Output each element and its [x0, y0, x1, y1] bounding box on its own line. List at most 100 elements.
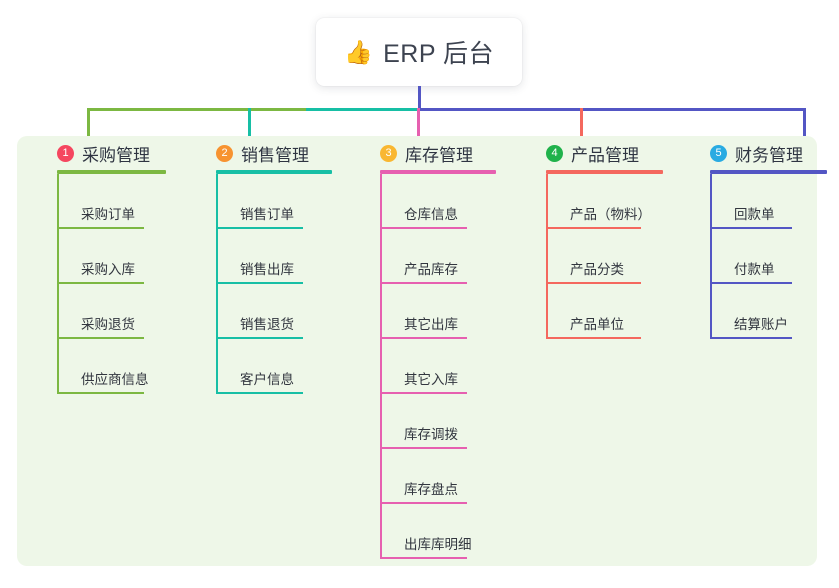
module-item-list: 产品（物料） 产品分类产品单位 — [546, 174, 663, 339]
module-item-rule — [218, 392, 303, 394]
module-item-rule — [218, 282, 303, 284]
module-item-label: 出库库明细 — [404, 537, 472, 552]
module-item[interactable]: 回款单 — [712, 174, 827, 229]
module-item-rule — [712, 227, 792, 229]
module-item-label: 产品（物料） — [570, 207, 651, 222]
module-title: 采购管理 — [82, 145, 150, 165]
module-number-badge: 1 — [57, 144, 74, 162]
module-item[interactable]: 采购退货 — [59, 284, 166, 339]
module-item-label: 产品分类 — [570, 262, 624, 277]
module-header-1[interactable]: 1 采购管理 — [37, 136, 166, 170]
module-item[interactable]: 销售出库 — [218, 229, 332, 284]
module-item[interactable]: 其它出库 — [382, 284, 496, 339]
module-title: 产品管理 — [571, 145, 639, 165]
module-item-rule — [548, 337, 641, 339]
module-item[interactable]: 仓库信息 — [382, 174, 496, 229]
module-header-rule — [57, 170, 166, 174]
module-item[interactable]: 销售订单 — [218, 174, 332, 229]
module-item-rule — [382, 337, 467, 339]
module-item[interactable]: 采购入库 — [59, 229, 166, 284]
root-node-label: ERP 后台 — [383, 40, 495, 68]
root-node-card[interactable]: 👍 ERP 后台 — [316, 18, 522, 86]
module-item-rule — [59, 282, 144, 284]
module-header-2[interactable]: 2 销售管理 — [196, 136, 332, 170]
module-header-rule — [546, 170, 663, 174]
module-item-rule — [59, 392, 144, 394]
module-item-rule — [59, 337, 144, 339]
module-item-label: 其它出库 — [404, 317, 458, 332]
module-column-2: 2 销售管理销售订单销售出库销售退货客户信息 — [196, 136, 332, 394]
module-item-label: 库存调拨 — [404, 427, 458, 442]
module-number-badge: 5 — [710, 144, 727, 162]
root-node-title: 👍 ERP 后台 — [344, 34, 494, 70]
module-header-3[interactable]: 3 库存管理 — [360, 136, 496, 170]
module-item-label: 产品库存 — [404, 262, 458, 277]
module-item-rule — [382, 227, 467, 229]
module-item-list: 销售订单销售出库销售退货客户信息 — [216, 174, 332, 394]
module-item[interactable]: 采购订单 — [59, 174, 166, 229]
module-item-rule — [218, 227, 303, 229]
module-header-5[interactable]: 5 财务管理 — [690, 136, 827, 170]
module-item-list: 采购订单采购入库采购退货供应商信息 — [57, 174, 166, 394]
module-item-rule — [712, 282, 792, 284]
module-number-badge: 3 — [380, 144, 397, 162]
module-column-1: 1 采购管理采购订单采购入库采购退货供应商信息 — [37, 136, 166, 394]
connector-stem — [418, 86, 421, 111]
module-title: 库存管理 — [405, 145, 473, 165]
modules-panel: 1 采购管理采购订单采购入库采购退货供应商信息 2 销售管理销售订单销售出库销售退货客… — [17, 136, 827, 566]
module-item-label: 销售出库 — [240, 262, 294, 277]
module-item-rule — [712, 337, 792, 339]
module-item-label: 其它入库 — [404, 372, 458, 387]
module-item[interactable]: 结算账户 — [712, 284, 827, 339]
module-item-rule — [218, 337, 303, 339]
module-number-badge: 4 — [546, 144, 563, 162]
module-item-rule — [382, 447, 467, 449]
connector-drop-column-4 — [580, 108, 583, 142]
module-item-rule — [382, 557, 467, 559]
module-item-rule — [382, 282, 467, 284]
module-item-rule — [548, 282, 641, 284]
module-item[interactable]: 客户信息 — [218, 339, 332, 394]
module-number-badge: 2 — [216, 144, 233, 162]
thumbs-up-icon: 👍 — [343, 38, 374, 65]
module-header-rule — [710, 170, 827, 174]
module-header-rule — [216, 170, 332, 174]
module-item-label: 采购订单 — [81, 207, 135, 222]
module-item[interactable]: 销售退货 — [218, 284, 332, 339]
module-header-4[interactable]: 4 产品管理 — [526, 136, 663, 170]
module-item-label: 采购退货 — [81, 317, 135, 332]
module-item[interactable]: 库存调拨 — [382, 394, 496, 449]
connector-drop-column-3 — [417, 108, 420, 142]
module-item-label: 销售退货 — [240, 317, 294, 332]
module-item-rule — [382, 392, 467, 394]
connector-drop-column-5 — [803, 108, 806, 142]
module-column-5: 5 财务管理回款单付款单结算账户 — [690, 136, 827, 339]
module-item-label: 仓库信息 — [404, 207, 458, 222]
module-item-rule — [382, 502, 467, 504]
module-item[interactable]: 产品分类 — [548, 229, 663, 284]
module-item-label: 产品单位 — [570, 317, 624, 332]
module-item-label: 回款单 — [734, 207, 775, 222]
connector-drop-column-1 — [87, 108, 90, 142]
module-column-3: 3 库存管理仓库信息产品库存其它出库其它入库库存调拨库存盘点出库库明细 — [360, 136, 496, 559]
module-item[interactable]: 产品单位 — [548, 284, 663, 339]
module-item-label: 客户信息 — [240, 372, 294, 387]
module-title: 财务管理 — [735, 145, 803, 165]
module-item[interactable]: 出库库明细 — [382, 504, 496, 559]
connector-bus-teal — [306, 108, 419, 111]
module-item-rule — [548, 227, 641, 229]
module-item[interactable]: 产品库存 — [382, 229, 496, 284]
module-title: 销售管理 — [241, 145, 309, 165]
module-item-label: 供应商信息 — [81, 372, 149, 387]
module-item[interactable]: 产品（物料） — [548, 174, 663, 229]
module-header-rule — [380, 170, 496, 174]
module-item[interactable]: 供应商信息 — [59, 339, 166, 394]
module-item-label: 结算账户 — [734, 317, 788, 332]
module-item-label: 付款单 — [734, 262, 775, 277]
module-item[interactable]: 其它入库 — [382, 339, 496, 394]
module-item[interactable]: 库存盘点 — [382, 449, 496, 504]
module-item-label: 销售订单 — [240, 207, 294, 222]
connector-drop-column-2 — [248, 108, 251, 142]
module-item[interactable]: 付款单 — [712, 229, 827, 284]
connector-bus-blue — [417, 108, 806, 111]
